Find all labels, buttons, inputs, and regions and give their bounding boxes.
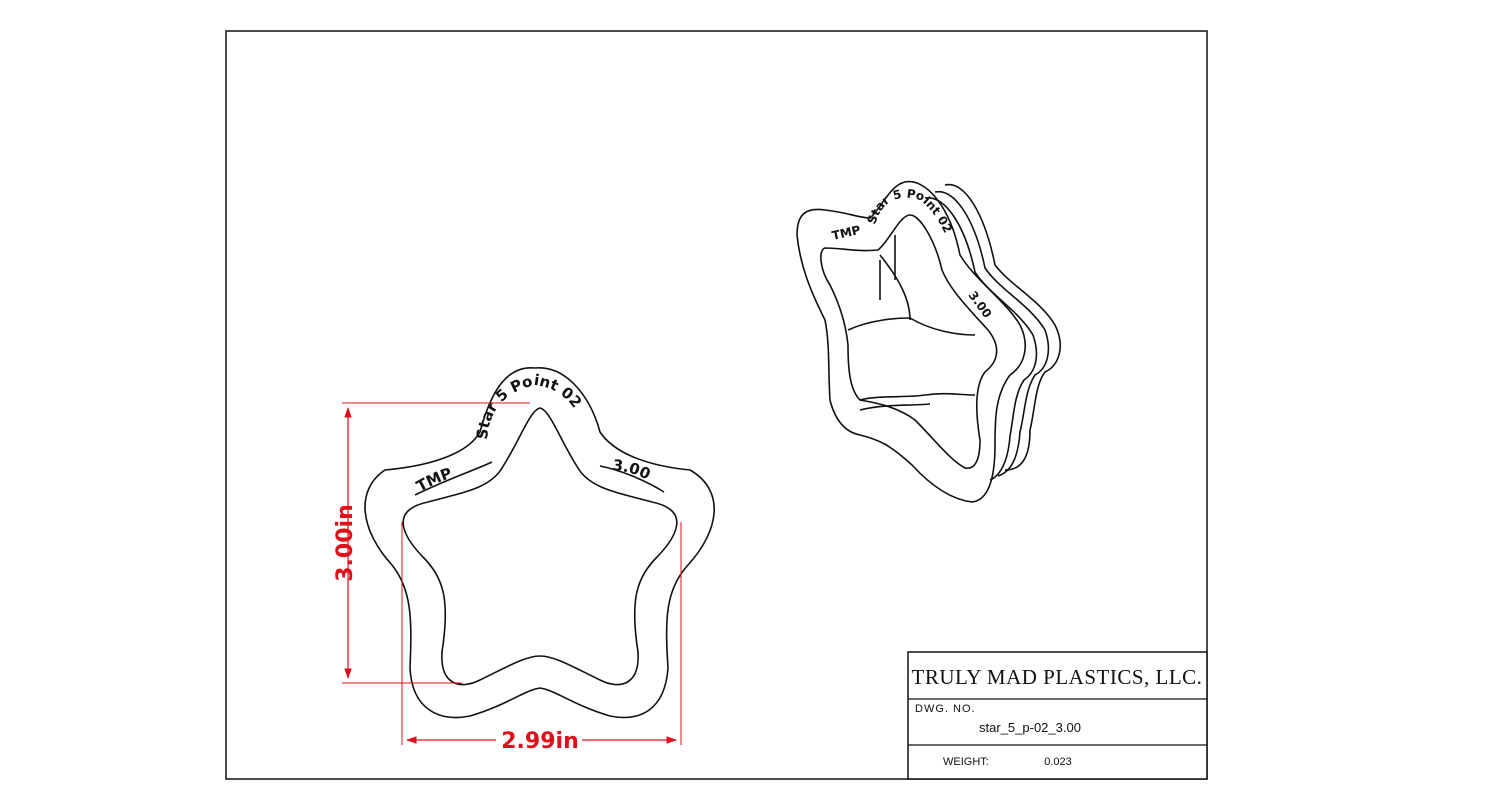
front-brand-mark: TMP bbox=[413, 464, 454, 496]
weight-label: WEIGHT: bbox=[943, 756, 989, 768]
iso-back-outline bbox=[944, 183, 1061, 471]
width-dimension: 2.99in bbox=[401, 522, 682, 754]
isometric-view bbox=[796, 180, 1061, 503]
inner-outline bbox=[402, 407, 678, 686]
front-view bbox=[364, 367, 715, 719]
dwg-no-label: DWG. NO. bbox=[915, 703, 976, 715]
outer-outline bbox=[364, 367, 715, 719]
dwg-no-value: star_5_p-02_3.00 bbox=[979, 720, 1081, 735]
height-label: 3.00in bbox=[333, 504, 358, 581]
iso-inner-outline bbox=[820, 214, 998, 469]
iso-brand-mark: TMP bbox=[831, 223, 863, 243]
weight-value: 0.023 bbox=[1044, 756, 1072, 768]
height-dimension: 3.00in bbox=[333, 402, 530, 684]
sheet-border bbox=[225, 30, 1208, 780]
top-band-edge bbox=[414, 461, 665, 496]
iso-front-outline bbox=[796, 180, 1026, 503]
front-part-name: Star 5 Point 02 bbox=[473, 371, 585, 440]
width-label: 2.99in bbox=[501, 729, 578, 754]
title-block: TRULY MAD PLASTICS, LLC. DWG. NO. star_5… bbox=[907, 651, 1208, 780]
iso-part-name: Star 5 Point 02 bbox=[865, 187, 955, 235]
company-name: TRULY MAD PLASTICS, LLC. bbox=[912, 665, 1203, 689]
iso-part-size: 3.00 bbox=[966, 288, 995, 320]
front-part-size: 3.00 bbox=[612, 456, 654, 483]
